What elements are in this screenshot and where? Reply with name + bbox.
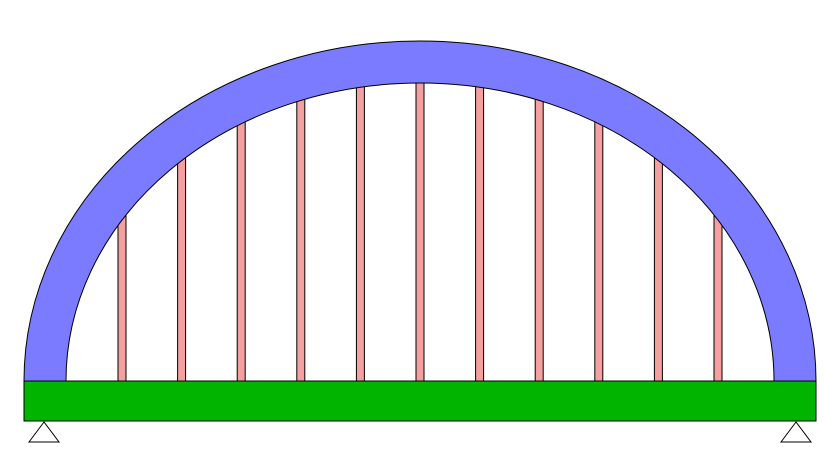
arch [23,40,817,382]
support-left [28,421,60,443]
hanger [236,117,246,382]
hanger [415,76,425,382]
deck-girder [23,380,817,422]
hanger [355,80,365,382]
hanger [653,154,663,382]
hanger [534,93,544,382]
hanger [177,154,187,382]
supports [28,421,812,443]
hanger [594,117,604,382]
support-right [780,421,812,443]
hanger [475,80,485,382]
hanger [296,93,306,382]
hanger [117,213,127,382]
hanger [713,213,723,382]
